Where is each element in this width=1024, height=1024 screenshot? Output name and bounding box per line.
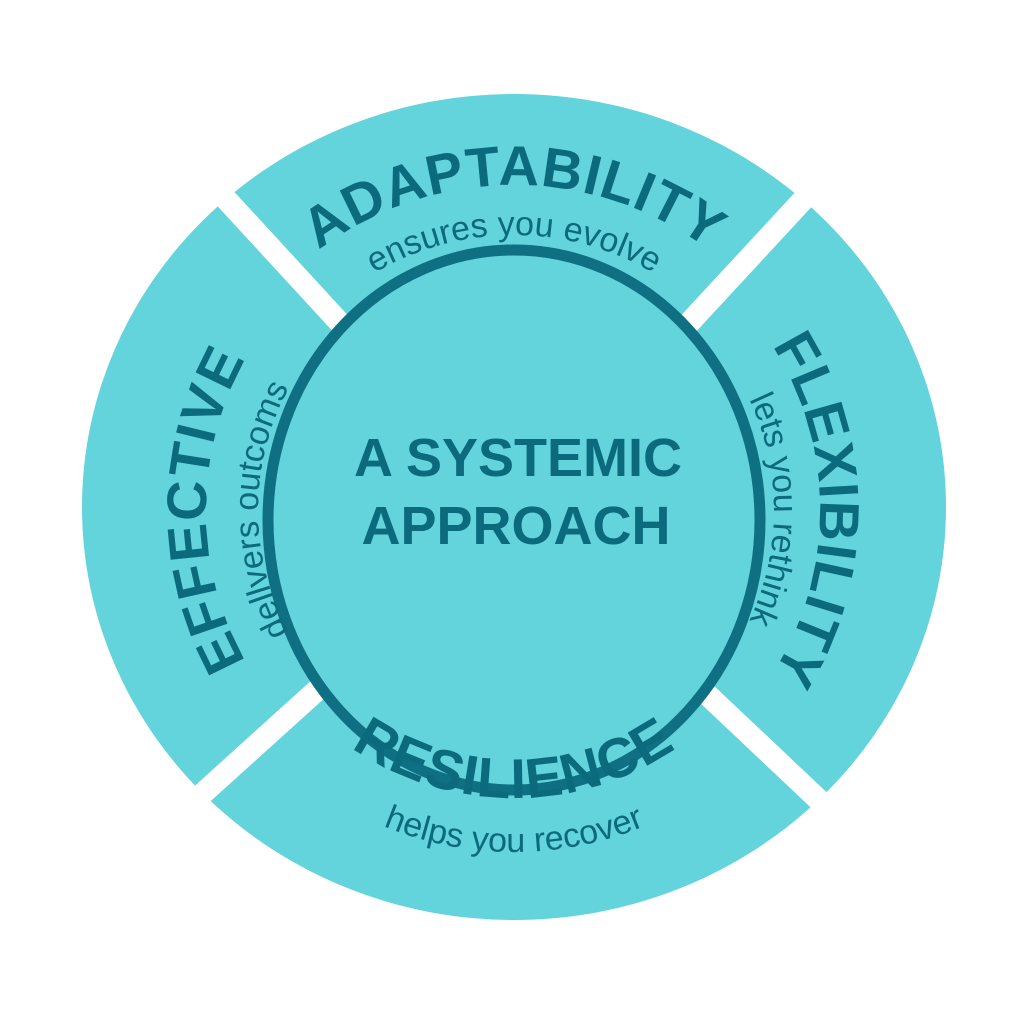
center-title-line2: APPROACH (361, 496, 670, 556)
center-circle (262, 244, 766, 796)
center-title-line1: A SYSTEMIC (354, 428, 682, 488)
